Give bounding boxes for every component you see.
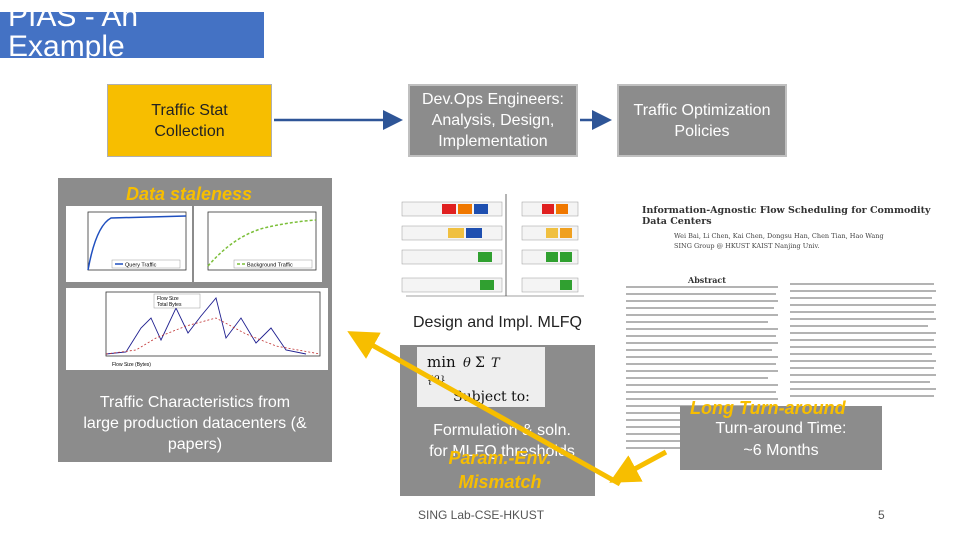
svg-text:{θ}: {θ} [427, 375, 446, 386]
param-env-mismatch-label: Param.-Env. Mismatch [448, 448, 552, 492]
page-title: PIAS - An Example [8, 12, 139, 58]
svg-text:Σ: Σ [475, 355, 485, 371]
legend-flow-size: Flow Size [157, 296, 179, 302]
optimization-formula: min θ Σ T {θ} Subject to: [417, 347, 545, 407]
turnaround-panel [680, 406, 882, 470]
traffic-characteristics-caption: Traffic Characteristics from large produ… [83, 394, 307, 453]
legend-total-bytes: Total Bytes [157, 302, 182, 308]
traffic-stat-box: Traffic Stat Collection [107, 84, 272, 157]
background-traffic-cdf-plot: Background Traffic [194, 206, 322, 282]
paper-title: Information-Agnostic Flow Scheduling for… [642, 205, 931, 227]
mlfq-diagram [400, 184, 590, 304]
svg-text:min: min [427, 353, 456, 371]
paper-abstract-heading: Abstract [688, 275, 726, 285]
turnaround-time-label: Turn-around Time: ~6 Months [715, 420, 847, 459]
paper-authors: Wei Bai, Li Chen, Kai Chen, Dongsu Han, … [674, 232, 884, 250]
footer-lab: SING Lab-CSE-HKUST [418, 508, 545, 522]
title-banner: PIAS - An Example [0, 12, 264, 58]
formula-subject-to: Subject to: [453, 389, 530, 405]
legend-background-traffic: Background Traffic [247, 263, 293, 269]
svg-text:T: T [491, 356, 501, 371]
flow-size-distribution-plot: Flow Size Total Bytes Flow Size (Bytes) [66, 288, 328, 370]
query-traffic-cdf-plot: Query Traffic [66, 206, 192, 282]
data-staleness-label: Data staleness [126, 184, 253, 204]
svg-text:θ: θ [463, 356, 471, 371]
policies-box: Traffic Optimization Policies [617, 84, 787, 157]
page-number: 5 [878, 508, 885, 522]
flow-size-xlabel: Flow Size (Bytes) [112, 362, 151, 368]
devops-box: Dev.Ops Engineers: Analysis, Design, Imp… [408, 84, 578, 157]
mlfq-caption: Design and Impl. MLFQ [413, 314, 582, 331]
long-turnaround-label: Long Turn-around [690, 398, 846, 418]
legend-query-traffic: Query Traffic [125, 263, 157, 269]
